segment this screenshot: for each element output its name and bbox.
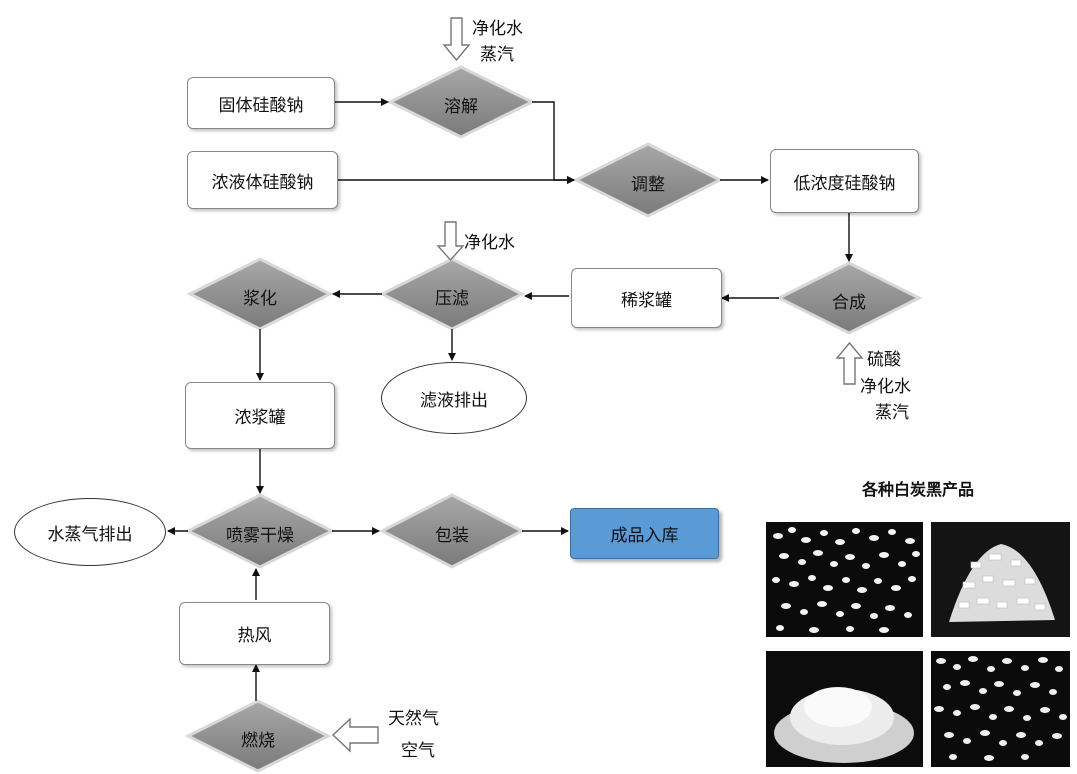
adjust-label: 调整: [631, 175, 665, 195]
granules-image: [766, 522, 923, 637]
powder-image: [766, 651, 923, 767]
product-photo-powder: [766, 651, 923, 767]
low-conc-silicate-box: 低浓度硅酸钠: [770, 149, 919, 213]
granules-2-image: [931, 651, 1070, 767]
press-filter-input-water: 净化水: [464, 233, 515, 253]
dissolve-input-steam: 蒸汽: [480, 45, 514, 65]
conn-dissolve-to-adjust: [532, 101, 575, 184]
filtrate-discharge-oval: 滤液排出: [381, 362, 527, 434]
product-photo-pile: [931, 522, 1070, 637]
packaging-label: 包装: [435, 526, 469, 546]
product-photo-granules: [766, 522, 923, 637]
synthesis-input-acid: 硫酸: [867, 350, 901, 370]
press-filter-label: 压滤: [435, 289, 469, 309]
dissolve-input-arrow: [442, 17, 471, 62]
combustion-label: 燃烧: [241, 731, 275, 751]
products-title: 各种白炭黑产品: [862, 480, 975, 499]
synthesis-input-arrow: [835, 341, 864, 385]
dissolve-input-water: 净化水: [472, 19, 523, 39]
combustion-diamond: [184, 699, 332, 773]
warehouse-box: 成品入库: [570, 508, 719, 559]
dilute-slurry-tank-box: 稀浆罐: [571, 268, 722, 328]
dissolve-label: 溶解: [444, 97, 478, 117]
solid-sodium-silicate-box: 固体硅酸钠: [187, 77, 335, 129]
synthesis-input-steam: 蒸汽: [875, 403, 909, 423]
product-photo-granules-2: [931, 651, 1070, 767]
hot-air-box: 热风: [179, 602, 330, 665]
liquid-sodium-silicate-box: 浓液体硅酸钠: [187, 151, 338, 209]
steam-discharge-oval: 水蒸气排出: [14, 498, 166, 566]
packaging-diamond: [378, 493, 526, 569]
thick-slurry-tank-box: 浓浆罐: [185, 382, 335, 449]
adjust-diamond: [572, 142, 724, 218]
slurrify-label: 浆化: [243, 289, 277, 309]
spray-dry-diamond: [184, 493, 336, 569]
synthesis-diamond: [775, 261, 923, 335]
synthesis-input-water: 净化水: [860, 377, 911, 397]
combustion-input-arrow: [331, 717, 379, 753]
dissolve-diamond: [386, 65, 536, 139]
press-filter-input-arrow: [436, 221, 465, 262]
pile-image: [931, 522, 1070, 637]
combustion-input-air: 空气: [401, 741, 435, 761]
synthesis-label: 合成: [832, 293, 866, 313]
combustion-input-gas: 天然气: [388, 709, 439, 729]
spray-dry-label: 喷雾干燥: [226, 526, 294, 546]
